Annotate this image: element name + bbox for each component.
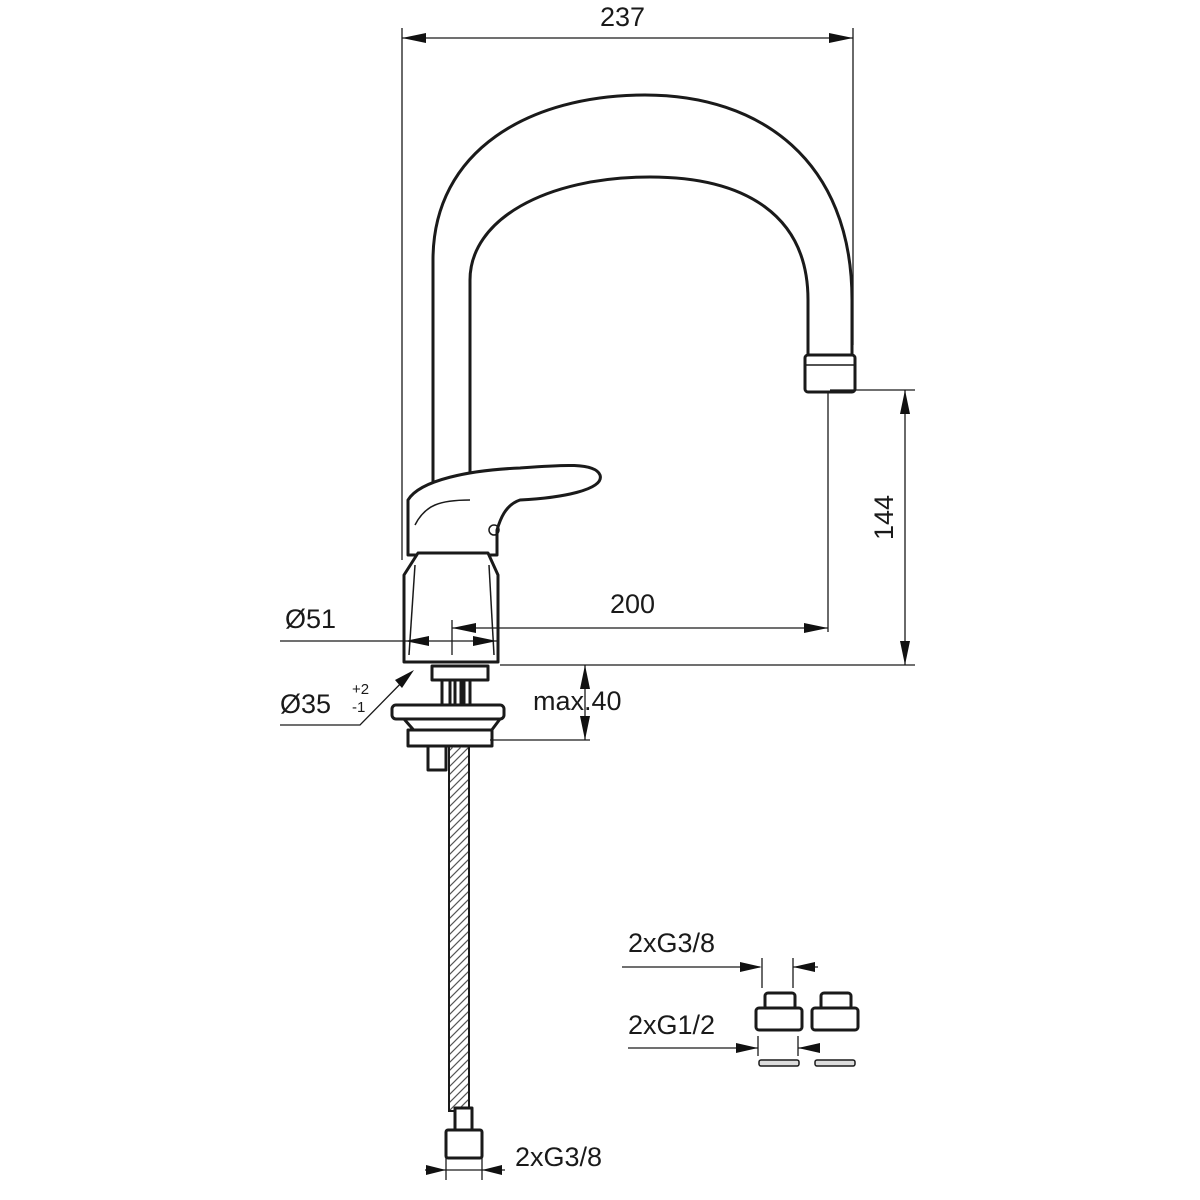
dimension-hole-35: Ø35 +2 -1 [280,670,414,726]
lever-handle [406,463,602,557]
dimension-reach-200: 200 [451,392,829,655]
dim-max40-label: max.40 [533,686,622,716]
thread-adapters: 2xG3/8 2xG1/2 [622,928,860,1067]
adapter-large-label: 2xG1/2 [628,1010,715,1040]
dimension-diameter-51: Ø51 [280,604,497,646]
hose-thread-label: 2xG3/8 [515,1142,602,1172]
dimension-hose-thread: 2xG3/8 [425,1142,602,1180]
tap-body [402,551,500,664]
mounting-kit [390,664,506,772]
spout [431,93,857,557]
flexible-hose [444,745,484,1160]
dimension-max-40: max.40 [490,665,622,741]
adapter-small-label: 2xG3/8 [628,928,715,958]
dimension-width-237: 237 [401,2,854,560]
dim-35-tol-minus: -1 [352,699,365,716]
dim-51-label: Ø51 [285,604,336,634]
dim-237-label: 237 [600,2,645,32]
dim-200-label: 200 [610,589,655,619]
aerator [803,353,857,394]
dim-35-label: Ø35 [280,689,331,719]
dim-35-tol-plus: +2 [352,681,369,698]
dimension-height-144: 144 [500,389,915,666]
dim-144-label: 144 [869,495,899,540]
